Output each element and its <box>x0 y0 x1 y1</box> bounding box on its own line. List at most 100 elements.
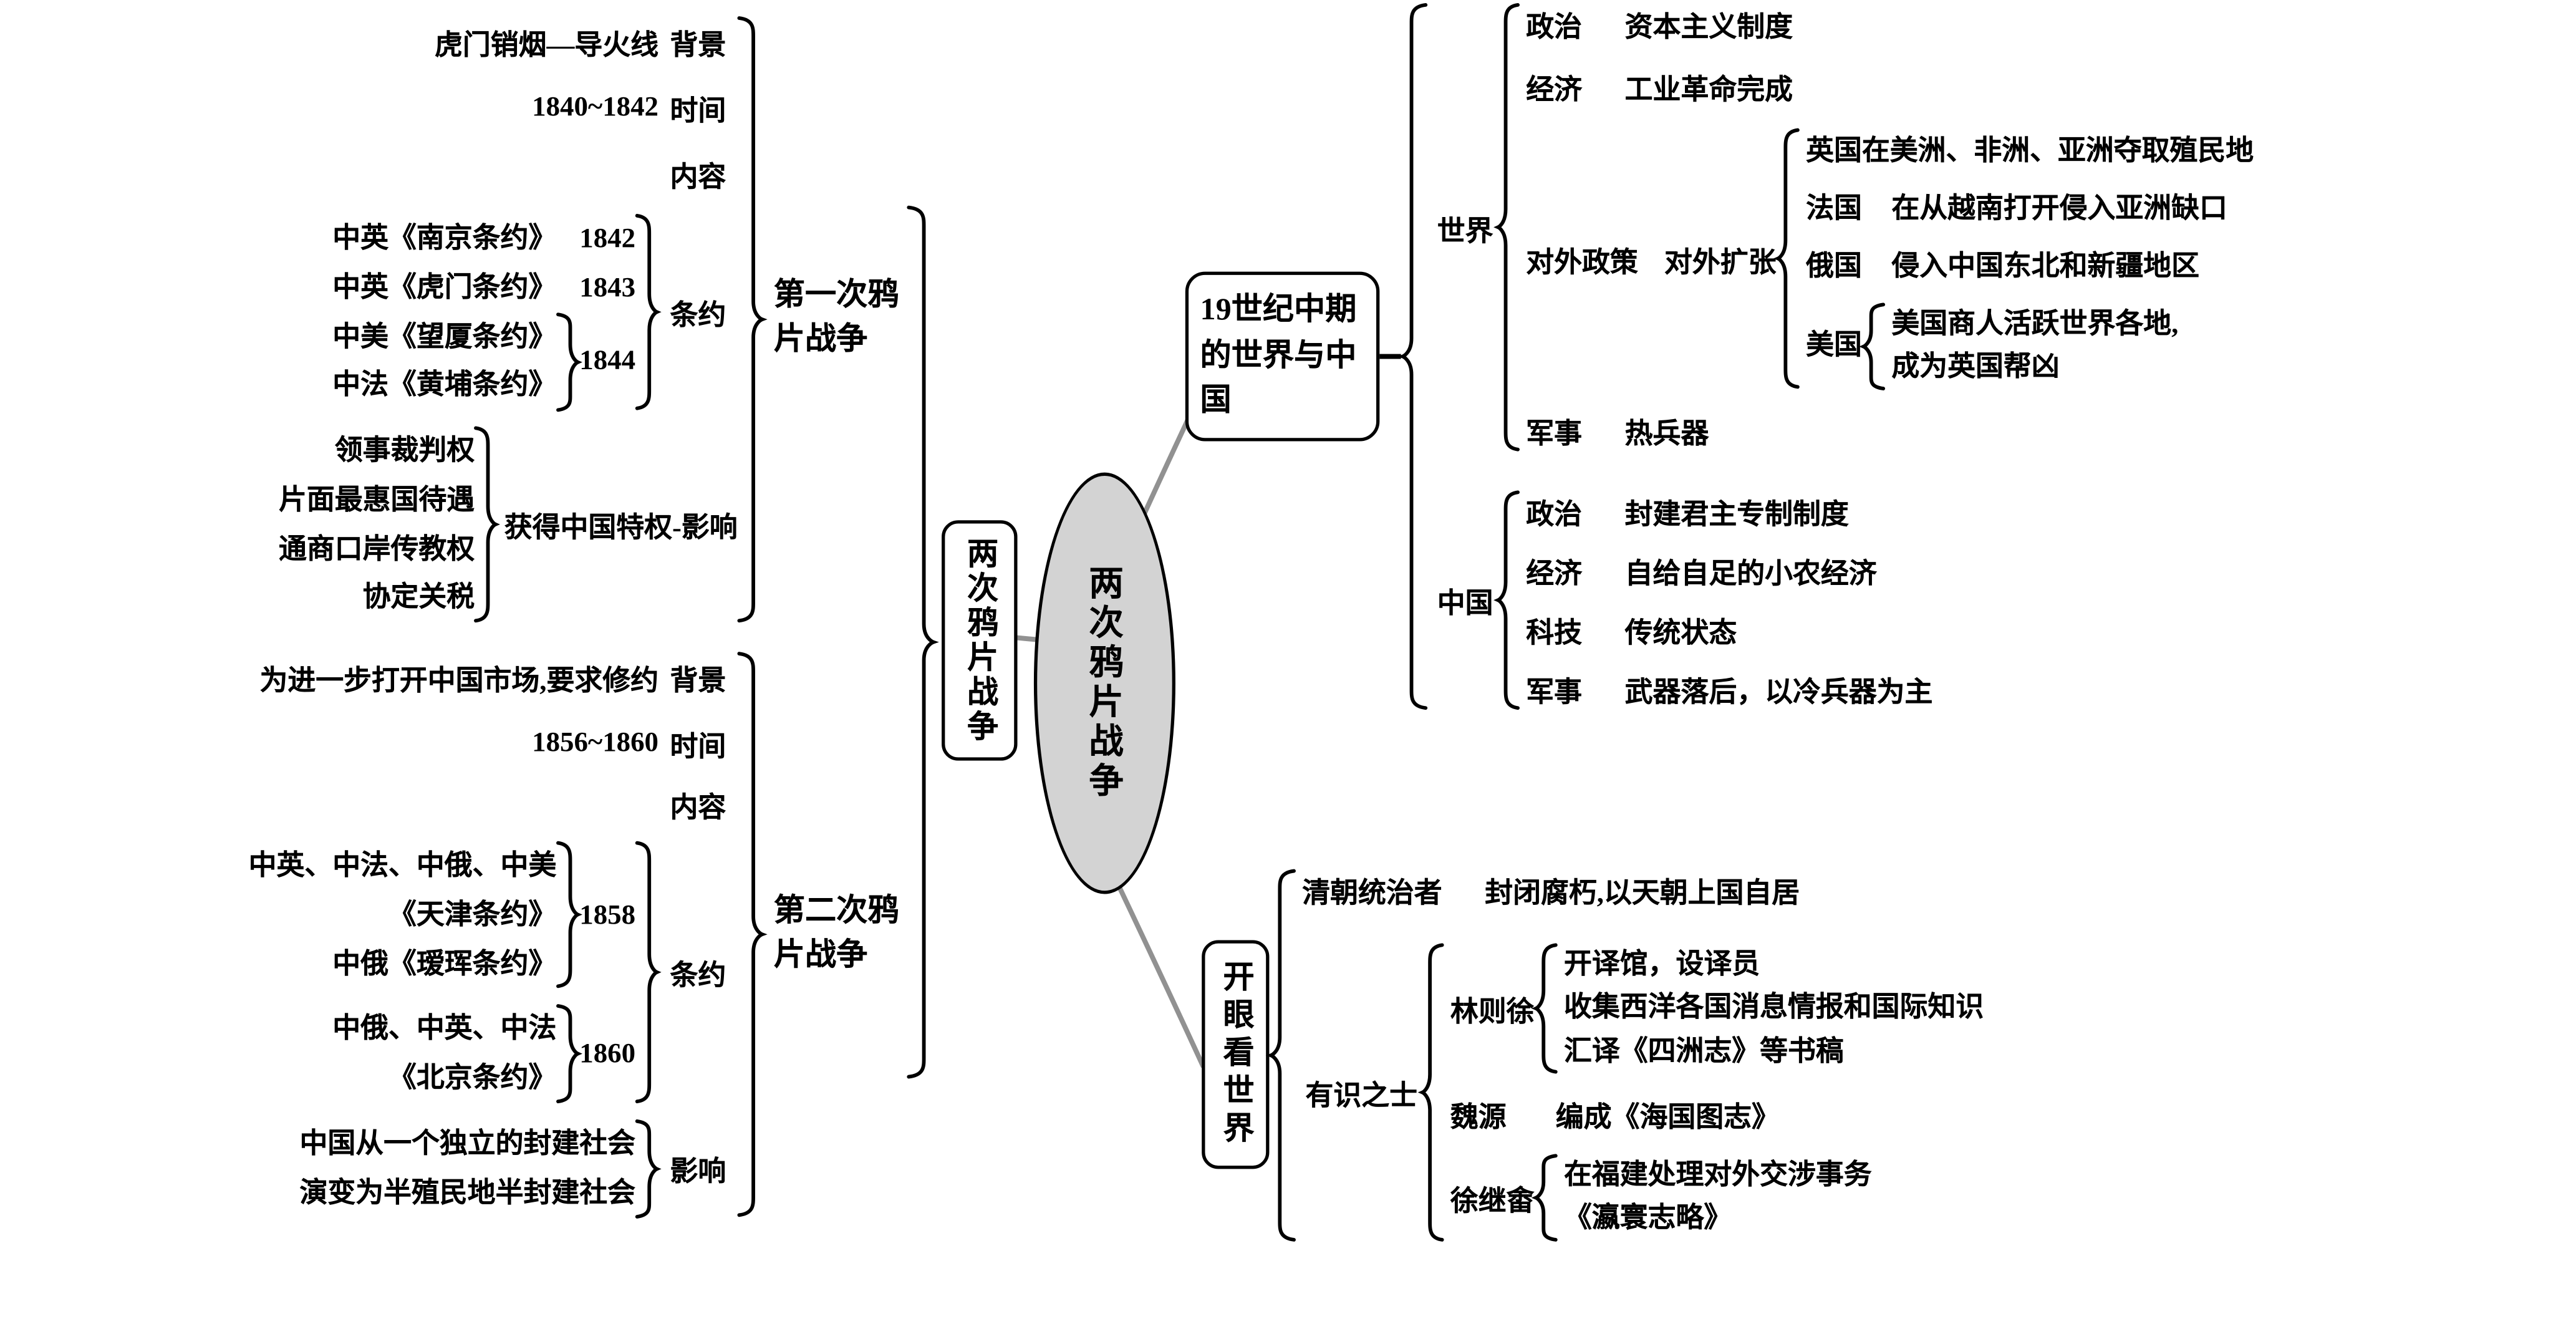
second-war-background-row: 为进一步打开中国市场,要求修约 背景 <box>0 652 738 701</box>
world-policy-key: 对外政策 <box>1526 246 1638 278</box>
treaty-1858-group: 中英、中法、中俄、中美 《天津条约》 中俄《瑷珲条约》 1858 <box>249 841 635 988</box>
qing-rulers-key: 清朝统治者 <box>1302 877 1442 909</box>
eyes-on-world-cluster: 开眼看世界 清朝统治者 封闭腐朽,以天朝上国自居 有识之士 林则徐 开译馆，设译… <box>1202 869 2161 1242</box>
world-military-key: 军事 <box>1526 418 1583 450</box>
treaty-1860-group: 中俄、中英、中法 《北京条约》 1860 <box>332 1004 635 1104</box>
world-label: 世界 <box>1437 215 1493 247</box>
china-military-row: 军事 武器落后，以冷兵器为主 <box>1526 669 1932 710</box>
second-war-content-row: 内容 <box>0 784 738 825</box>
scholars-branch: 有识之士 林则徐 开译馆，设译员 收集西洋各国消息情报和国际知识 汇译《四洲志》… <box>1302 943 1984 1242</box>
second-war-rows: 为进一步打开中国市场,要求修约 背景 1856~1860 时间 内容 <box>0 652 738 1219</box>
treaty-huangpu-name: 中法《黄埔条约》 <box>332 369 557 401</box>
wei-yuan-row: 魏源 编成《海国图志》 <box>1450 1093 1984 1134</box>
xu-jiyu-name: 徐继畬 <box>1450 1185 1535 1217</box>
brace-1860-icon <box>556 1004 582 1104</box>
link-line <box>1379 354 1401 359</box>
expansion-britain: 英国在美洲、非洲、亚洲夺取殖民地 <box>1806 135 2254 167</box>
china-economy-value: 自给自足的小农经济 <box>1624 558 1877 590</box>
treaty-humen-year: 1843 <box>579 271 636 303</box>
treaty-beijing-name: 《北京条约》 <box>388 1061 557 1093</box>
second-war-impact-label: 影响 <box>670 1156 726 1187</box>
treaty-tianjin-name: 《天津条约》 <box>388 898 557 930</box>
treaty-humen-name: 中英《虎门条约》 <box>332 271 557 303</box>
second-war-impact-line1: 中国从一个独立的封建社会 <box>299 1127 636 1159</box>
second-war-background-text: 为进一步打开中国市场,要求修约 <box>259 664 658 696</box>
treaty-nanjing-year: 1842 <box>579 222 636 254</box>
first-opium-war-group: 虎门销烟—导火线 背景 1840~1842 时间 内容 中英《南京条约》 <box>0 16 915 623</box>
china-economy-key: 经济 <box>1526 558 1583 590</box>
lin-zexu-row: 林则徐 开译馆，设译员 收集西洋各国消息情报和国际知识 汇译《四洲志》等书稿 <box>1450 943 1984 1074</box>
lin-line3: 汇译《四洲志》等书稿 <box>1564 1035 1844 1066</box>
second-opium-war-group: 为进一步打开中国市场,要求修约 背景 1856~1860 时间 内容 <box>0 652 915 1219</box>
china-tech-row: 科技 传统状态 <box>1526 609 1932 650</box>
expansion-france-value: 在从越南打开侵入亚洲缺口 <box>1891 193 2227 225</box>
brace-second-war-group-icon <box>737 652 768 1217</box>
treaty-wangxia-name: 中美《望厦条约》 <box>332 320 557 352</box>
first-war-content-row: 内容 <box>0 148 738 198</box>
treaty-1858-year: 1858 <box>579 898 636 930</box>
first-war-time-text: 1840~1842 <box>532 90 658 122</box>
qing-rulers-row: 清朝统治者 封闭腐朽,以天朝上国自居 <box>1302 869 1984 911</box>
world-economy-key: 经济 <box>1526 74 1583 105</box>
first-war-label: 第一次鸦片战争 <box>773 279 899 357</box>
first-war-treaty-row: 中英《南京条约》 1842 中英《虎门条约》 1843 中美《望厦条约》 中法 <box>0 213 738 411</box>
treaty-1844-group: 中美《望厦条约》 中法《黄埔条约》 1844 <box>332 312 636 411</box>
usa-line1: 美国商人活跃世界各地, <box>1891 307 2179 339</box>
world-politics-value: 资本主义制度 <box>1624 11 1793 43</box>
privilege-tariff: 协定关税 <box>362 581 475 613</box>
brace-central-icon <box>907 205 939 1079</box>
scholars-label: 有识之士 <box>1305 1080 1418 1111</box>
left-tree: 虎门销烟—导火线 背景 1840~1842 时间 内容 中英《南京条约》 <box>0 16 915 1219</box>
expansion-russia-key: 俄国 <box>1806 251 1862 283</box>
second-war-impact-line2: 演变为半殖民地半封建社会 <box>299 1176 636 1208</box>
second-war-label: 第二次鸦片战争 <box>773 894 899 973</box>
box-19th-century-world-china: 19世纪中期的世界与中国 <box>1185 272 1380 442</box>
second-war-background-label: 背景 <box>670 664 726 696</box>
lin-zexu-name: 林则徐 <box>1450 996 1535 1028</box>
first-war-impact-text: 获得中国特权-影响 <box>504 512 738 544</box>
second-war-time-text: 1856~1860 <box>532 726 658 758</box>
china-politics-key: 政治 <box>1526 499 1583 531</box>
privilege-consular: 领事裁判权 <box>334 434 475 466</box>
first-war-time-label: 时间 <box>670 94 726 126</box>
qing-rulers-value: 封闭腐朽,以天朝上国自居 <box>1485 877 1800 909</box>
lin-line2: 收集西洋各国消息情报和国际知识 <box>1564 992 1984 1023</box>
second-war-time-label: 时间 <box>670 730 726 761</box>
brace-second-war-impact-icon <box>635 1119 662 1219</box>
brace-eyes-icon <box>1265 869 1296 1242</box>
first-war-content-label: 内容 <box>670 160 726 192</box>
expansion-france-row: 法国 在从越南打开侵入亚洲缺口 <box>1806 186 2254 231</box>
expansion-france-key: 法国 <box>1806 193 1862 225</box>
brace-china-icon <box>1493 491 1520 710</box>
center-box-two-opium-wars: 两次鸦片战争 <box>942 520 1018 761</box>
second-war-impact-row: 中国从一个独立的封建社会 演变为半殖民地半封建社会 影响 <box>0 1119 738 1219</box>
treaty-1844-year: 1844 <box>579 344 636 376</box>
brace-first-war-treaties-icon <box>635 213 662 410</box>
brace-first-war-impact-icon <box>474 426 501 623</box>
center-ellipse-two-opium-wars: 两次鸦片战争 <box>1033 472 1175 894</box>
brace-scholars-icon <box>1417 943 1444 1242</box>
brace-1844-icon <box>556 312 582 411</box>
wei-yuan-value: 编成《海国图志》 <box>1555 1101 1780 1133</box>
box-eyes-on-world: 开眼看世界 <box>1202 940 1270 1170</box>
treaty-nanjing: 中英《南京条约》 1842 <box>332 214 635 263</box>
china-branch: 中国 政治 封建君主专制制度 经济 自给自足的小农经济 科技 传统状态 <box>1434 491 2254 710</box>
brace-xu-icon <box>1531 1154 1558 1242</box>
world-policy-value: 对外扩张 <box>1664 246 1777 278</box>
world-politics-row: 政治 资本主义制度 <box>1526 3 2254 44</box>
first-war-impact-row: 领事裁判权 片面最惠国待遇 通商口岸传教权 协定关税 获得中国特权-影响 <box>0 426 738 623</box>
expansion-russia-value: 侵入中国东北和新疆地区 <box>1891 251 2200 283</box>
world-branch: 世界 政治 资本主义制度 经济 工业革命完成 对外政策 对外扩张 <box>1434 3 2254 452</box>
xu-line1: 在福建处理对外交涉事务 <box>1564 1159 1872 1191</box>
world-politics-key: 政治 <box>1526 11 1583 43</box>
world-economy-row: 经济 工业革命完成 <box>1526 66 2254 107</box>
brace-lin-icon <box>1531 943 1558 1074</box>
china-politics-row: 政治 封建君主专制制度 <box>1526 491 1932 532</box>
brace-second-war-treaties-icon <box>635 841 662 1104</box>
brace-world-icon <box>1493 3 1520 452</box>
usa-line2: 成为英国帮凶 <box>1891 350 2060 382</box>
china-label: 中国 <box>1437 588 1493 620</box>
brace-first-war-group-icon <box>737 16 768 623</box>
world-china-cluster: 19世纪中期的世界与中国 世界 政治 资本主义制度 经济 工业革命完成 <box>1185 3 2254 710</box>
